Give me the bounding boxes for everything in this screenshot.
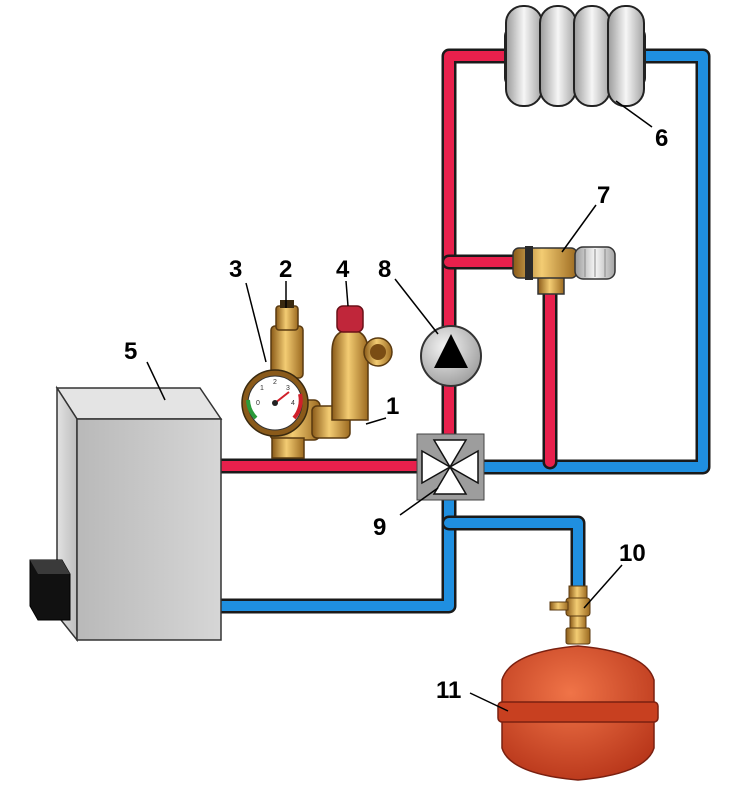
- gauge-number-0: 0: [256, 400, 260, 407]
- thermostatic-valve: [512, 246, 616, 295]
- gauge-number-1: 1: [260, 385, 264, 392]
- label-2: 2: [279, 256, 292, 283]
- boiler-return-pipe: [217, 483, 454, 611]
- tank-pipe-outline: [441, 515, 586, 596]
- label-9: 9: [373, 514, 386, 541]
- label-1: 1: [386, 393, 399, 420]
- safety-group: 0 1 2 3 4: [241, 300, 393, 459]
- label-4: 4: [336, 256, 350, 283]
- label-11: 11: [436, 677, 461, 704]
- return-pipe: [457, 51, 708, 472]
- expansion-tank-group: [497, 585, 659, 781]
- label-8: 8: [378, 256, 391, 283]
- boiler: [29, 385, 223, 643]
- pipes: [214, 48, 711, 614]
- label-3: 3: [229, 256, 242, 283]
- labels: 1 2 3 4 5 6 7 8 9 10 11: [124, 125, 668, 704]
- label-7: 7: [597, 182, 610, 209]
- gauge-number-3: 3: [286, 385, 290, 392]
- circulation-pump: [420, 325, 482, 387]
- boiler-return-pipe-outline: [214, 480, 457, 614]
- label-5: 5: [124, 338, 137, 365]
- gauge-number-4: 4: [291, 400, 295, 407]
- radiator: [504, 5, 646, 107]
- supply-riser: [444, 51, 517, 449]
- mixing-valve: [416, 433, 485, 501]
- gauge-number-2: 2: [273, 379, 277, 386]
- label-6: 6: [655, 125, 668, 152]
- label-10: 10: [619, 540, 646, 567]
- tank-pipe: [444, 518, 583, 593]
- leader-lines: [146, 100, 653, 712]
